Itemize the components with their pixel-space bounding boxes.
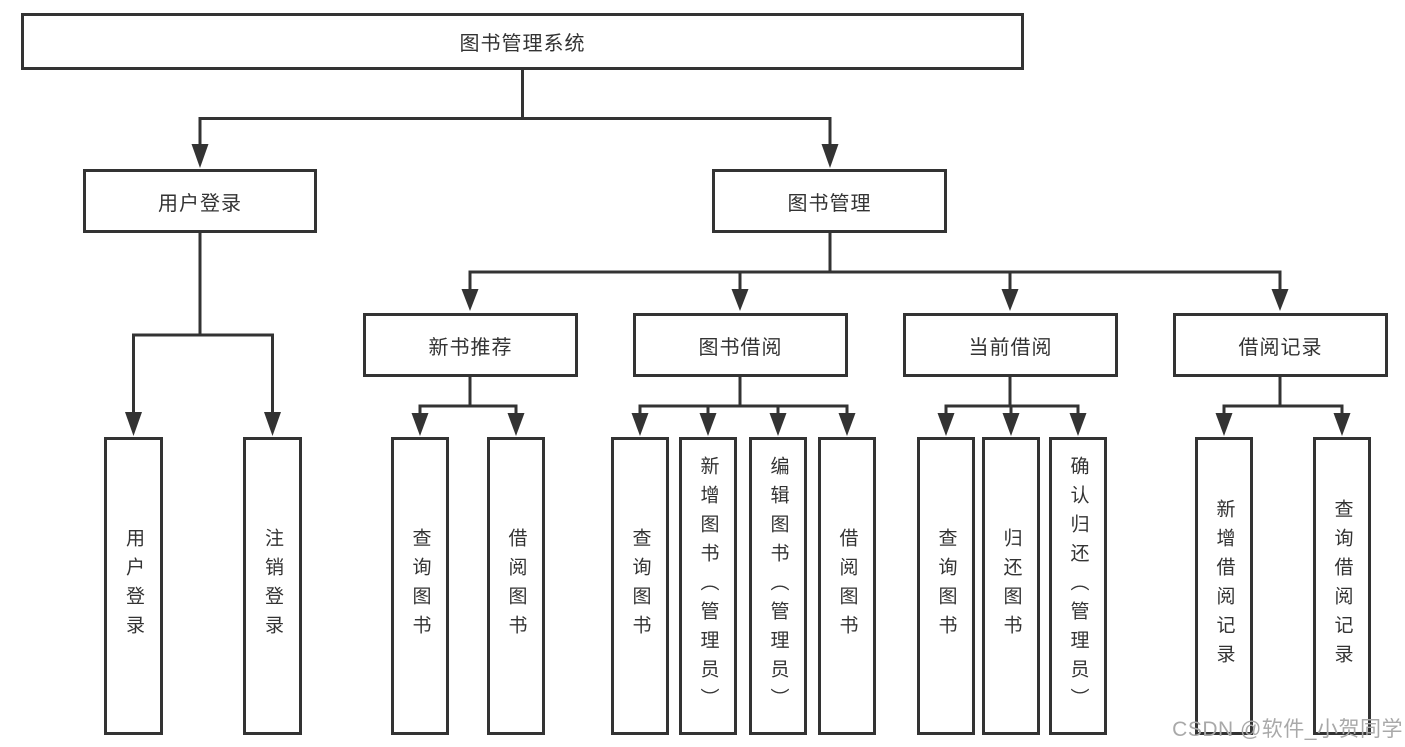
node-library-management-system: 图书管理系统 xyxy=(21,13,1024,70)
node-new-book-recommend: 新书推荐 xyxy=(363,313,578,377)
node-label: 图书管理 xyxy=(787,192,872,215)
node-label: 编辑图书（管理员） xyxy=(767,455,789,717)
leaf-edit-book-admin: 编辑图书（管理员） xyxy=(749,437,807,735)
node-label: 借阅图书 xyxy=(505,528,527,644)
leaf-borrow-books-recommend: 借阅图书 xyxy=(487,437,545,735)
leaf-add-book-admin: 新增图书（管理员） xyxy=(679,437,737,735)
node-book-management: 图书管理 xyxy=(712,169,947,233)
node-label: 查询图书 xyxy=(629,528,651,644)
node-label: 查询图书 xyxy=(935,528,957,644)
leaf-query-books-borrow: 查询图书 xyxy=(611,437,669,735)
node-label: 借阅记录 xyxy=(1238,336,1323,359)
node-label: 图书管理系统 xyxy=(459,33,586,55)
leaf-logout: 注销登录 xyxy=(243,437,302,735)
node-label: 新书推荐 xyxy=(428,336,513,359)
leaf-query-books-current: 查询图书 xyxy=(917,437,975,735)
leaf-query-borrow-record: 查询借阅记录 xyxy=(1313,437,1371,735)
csdn-watermark: CSDN @软件_小贺同学 xyxy=(1172,718,1403,741)
leaf-user-login: 用户登录 xyxy=(104,437,163,735)
leaf-query-books-recommend: 查询图书 xyxy=(391,437,449,735)
node-label: 查询借阅记录 xyxy=(1331,499,1353,673)
node-label: 图书借阅 xyxy=(698,336,783,359)
node-user-login: 用户登录 xyxy=(83,169,317,233)
node-label: 用户登录 xyxy=(158,192,242,215)
node-label: 确认归还（管理员） xyxy=(1067,455,1089,717)
node-label: 用户登录 xyxy=(123,528,144,644)
node-label: 当前借阅 xyxy=(968,336,1053,359)
node-label: 注销登录 xyxy=(262,528,283,644)
node-book-borrow: 图书借阅 xyxy=(633,313,848,377)
leaf-return-book: 归还图书 xyxy=(982,437,1040,735)
leaf-add-borrow-record: 新增借阅记录 xyxy=(1195,437,1253,735)
node-current-borrow: 当前借阅 xyxy=(903,313,1118,377)
leaf-borrow-books: 借阅图书 xyxy=(818,437,876,735)
node-label: 借阅图书 xyxy=(836,528,858,644)
leaf-confirm-return-admin: 确认归还（管理员） xyxy=(1049,437,1107,735)
node-borrow-records: 借阅记录 xyxy=(1173,313,1388,377)
node-label: 新增图书（管理员） xyxy=(697,455,719,717)
node-label: 归还图书 xyxy=(1000,528,1022,644)
node-label: 新增借阅记录 xyxy=(1213,499,1235,673)
node-label: 查询图书 xyxy=(409,528,431,644)
